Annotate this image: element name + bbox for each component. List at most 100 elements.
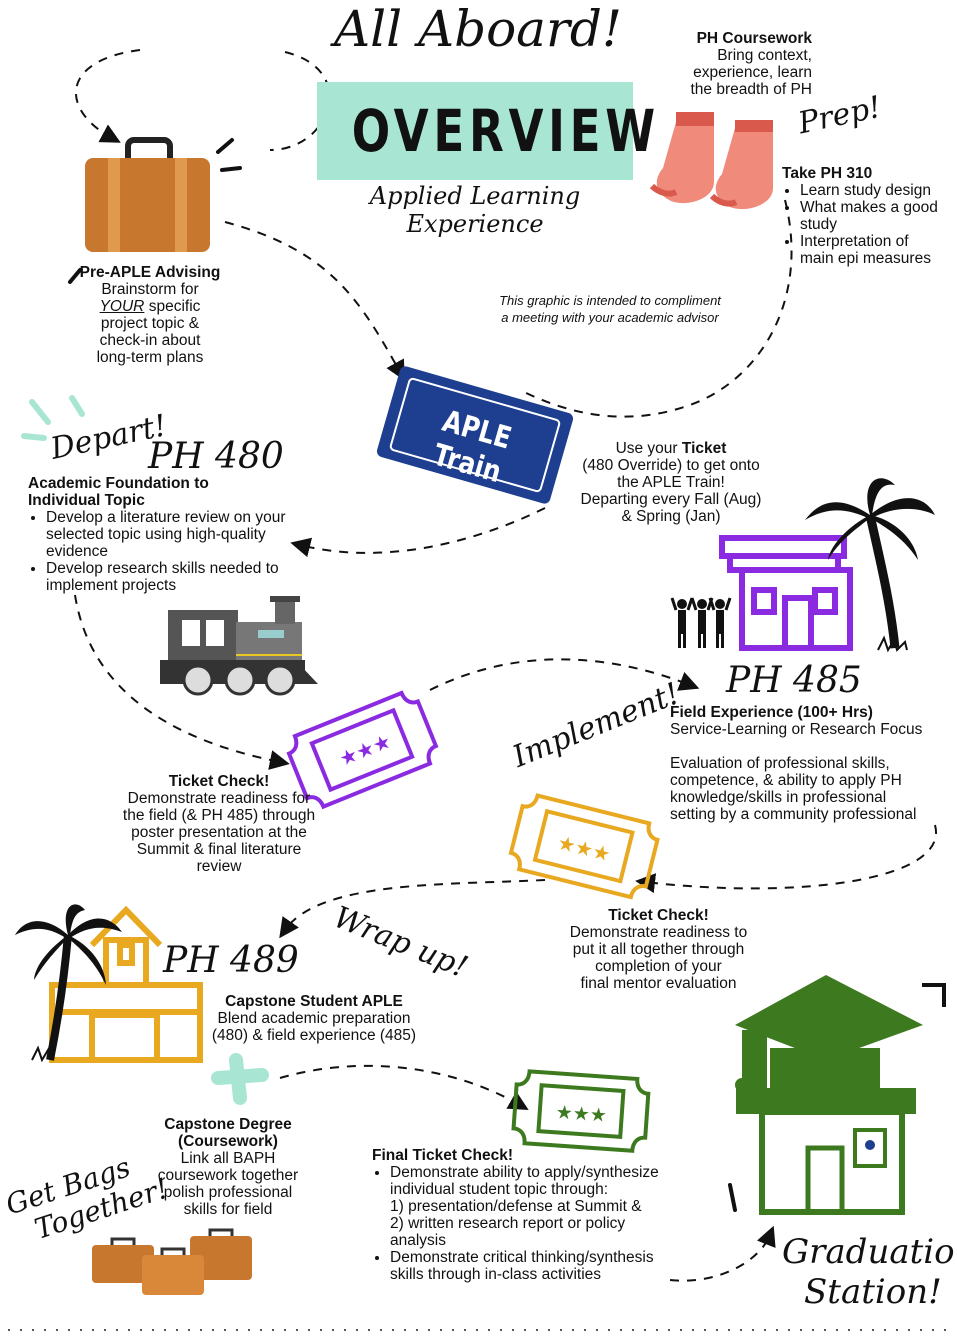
advising-line: Brainstorm for <box>101 281 199 298</box>
locomotive-icon <box>160 596 318 696</box>
train-ticket-line: Departing every Fall (Aug) <box>580 491 762 508</box>
ticket-check-1-line: Demonstrate readiness for <box>127 790 311 807</box>
graduation-station-label: Graduation Station! <box>782 1232 957 1312</box>
final-bullet-1-line: 1) presentation/defense at Summit & <box>390 1198 642 1215</box>
ticket-check-1-line: the field (& PH 485) through <box>122 807 316 824</box>
ph480-block: Academic Foundation to Individual Topic … <box>28 475 303 594</box>
ph-coursework-line: the breadth of PH <box>690 81 813 98</box>
final-bullet-1-line: analysis <box>390 1232 446 1249</box>
capstone-degree-line: Link all BAPH <box>180 1150 276 1167</box>
journey-path <box>74 49 938 1282</box>
graduation-line-2: Station! <box>804 1272 942 1312</box>
ticket-check-2-line: completion of your <box>595 958 722 975</box>
graduation-line-1: Graduation <box>782 1232 957 1272</box>
overview-banner <box>317 82 633 180</box>
train-ticket-line-1: Use your Ticket <box>568 440 774 457</box>
ph485-number: PH 485 <box>726 660 862 701</box>
train-ticket-text: Use your Ticket (480 Override) to get on… <box>568 440 774 525</box>
ph480-bullet: Develop research skills needed to implem… <box>46 560 303 594</box>
advising-line-2: YOUR specific <box>70 298 230 315</box>
ph489-line: (480) & field experience (485) <box>211 1027 417 1044</box>
capstone-school-building-icon <box>49 905 203 1063</box>
final-bullet-1: Demonstrate ability to apply/synthesize … <box>390 1164 702 1249</box>
advisor-note: This graphic is intended to compliment a… <box>470 292 750 326</box>
svg-text:★★★: ★★★ <box>336 730 394 771</box>
final-bullet-1-line: 2) written research report or policy <box>390 1215 626 1232</box>
advising-line: long-term plans <box>96 349 204 366</box>
ph485-desc-line: Evaluation of professional skills, <box>670 755 890 772</box>
palm-tree-icon-2 <box>15 904 122 1063</box>
ph480-title-line-2: Individual Topic <box>28 492 145 509</box>
ph-coursework-line: Bring context, <box>717 47 812 64</box>
capstone-degree-title-2: (Coursework) <box>178 1133 278 1150</box>
ph-coursework-title: PH Coursework <box>696 30 812 47</box>
ph310-bullet: What makes a good study <box>800 199 942 233</box>
ph480-title-line-1: Academic Foundation to <box>28 475 209 492</box>
green-ticket-icon: ★★★ <box>511 1069 651 1153</box>
ticket-check-1-title: Ticket Check! <box>168 773 270 790</box>
people-cheering-icon <box>670 597 732 648</box>
train-ticket-text-prefix: Use your <box>615 440 682 457</box>
ph485-desc-line: knowledge/skills in professional <box>670 789 887 806</box>
advising-line: check-in about <box>99 332 201 349</box>
subtitle-line-2: Experience <box>406 210 544 238</box>
ph310-bullet: Learn study design <box>800 182 942 199</box>
ph489-block: Capstone Student APLE Blend academic pre… <box>198 993 430 1044</box>
ph-coursework-line: experience, learn <box>693 64 812 81</box>
final-ticket-check-title: Final Ticket Check! <box>372 1147 513 1164</box>
final-bullet-2-line: Demonstrate critical thinking/synthesis <box>390 1249 654 1266</box>
train-ticket-bold: Ticket <box>681 440 727 457</box>
ph485-desc-line: competence, & ability to apply PH <box>670 772 902 789</box>
graduation-house-icon <box>728 975 946 1215</box>
aple-train-ticket-icon <box>376 366 574 504</box>
advising-line-rest: specific <box>144 298 201 315</box>
ph310-block: Take PH 310 Learn study design What make… <box>782 165 942 267</box>
field-site-building-icon <box>719 535 853 651</box>
gold-ticket-icon: ★★★ <box>508 793 660 900</box>
socks-icon <box>649 112 773 210</box>
final-bullet-1-line: Demonstrate ability to apply/synthesize <box>390 1164 659 1181</box>
final-bullet-1-line: individual student topic through: <box>390 1181 609 1198</box>
depart-spark-icon <box>21 395 85 441</box>
train-ticket-line: (480 Override) to get onto <box>582 457 760 474</box>
ph485-subtitle: Service-Learning or Research Focus <box>670 721 923 738</box>
svg-text:★★★: ★★★ <box>555 1102 607 1127</box>
svg-text:★★★: ★★★ <box>555 832 613 866</box>
subtitle-line-1: Applied Learning <box>369 182 581 210</box>
ticket-check-2-block: Ticket Check! Demonstrate readiness to p… <box>556 907 761 992</box>
ph485-block: Field Experience (100+ Hrs) Service-Lear… <box>670 704 955 823</box>
final-bullet-2: Demonstrate critical thinking/synthesis … <box>390 1249 702 1283</box>
ticket-check-1-line: Summit & final literature <box>136 841 302 858</box>
suitcase-icon <box>68 137 242 284</box>
advisor-note-line-1: This graphic is intended to compliment <box>499 293 721 308</box>
train-ticket-line: & Spring (Jan) <box>621 508 721 525</box>
capstone-degree-line: polish professional <box>163 1184 293 1201</box>
ticket-check-1-block: Ticket Check! Demonstrate readiness for … <box>110 773 328 875</box>
ph-coursework-block: PH Coursework Bring context, experience,… <box>662 30 813 98</box>
palm-tree-icon <box>805 478 935 653</box>
ph489-line: Blend academic preparation <box>217 1010 411 1027</box>
advising-emphasis: YOUR <box>99 298 145 315</box>
capstone-degree-title-1: Capstone Degree <box>164 1116 292 1133</box>
advisor-note-line-2: a meeting with your academic advisor <box>501 310 719 325</box>
ph489-number: PH 489 <box>163 940 299 981</box>
ph485-title: Field Experience (100+ Hrs) <box>670 704 873 721</box>
final-ticket-check-block: Final Ticket Check! Demonstrate ability … <box>372 1147 702 1283</box>
main-title: All Aboard! <box>333 0 622 58</box>
ticket-check-1-line: poster presentation at the <box>131 824 307 841</box>
ph480-bullet: Develop a literature review on your sele… <box>46 509 303 560</box>
pre-aple-advising-block: Pre-APLE Advising Brainstorm for YOUR sp… <box>70 264 230 366</box>
spacer <box>670 738 955 755</box>
ticket-check-2-line: put it all together through <box>572 941 745 958</box>
capstone-degree-line: coursework together <box>157 1167 299 1184</box>
ph310-bullet: Interpretation of main epi measures <box>800 233 942 267</box>
teal-cross-icon <box>211 1053 269 1105</box>
advising-title: Pre-APLE Advising <box>79 264 221 281</box>
ph485-desc-line: setting by a community professional <box>670 806 917 823</box>
luggage-bags-icon <box>92 1228 252 1295</box>
advising-line: project topic & <box>100 315 200 332</box>
ph480-number: PH 480 <box>148 436 284 477</box>
capstone-degree-block: Capstone Degree (Coursework) Link all BA… <box>140 1116 316 1218</box>
